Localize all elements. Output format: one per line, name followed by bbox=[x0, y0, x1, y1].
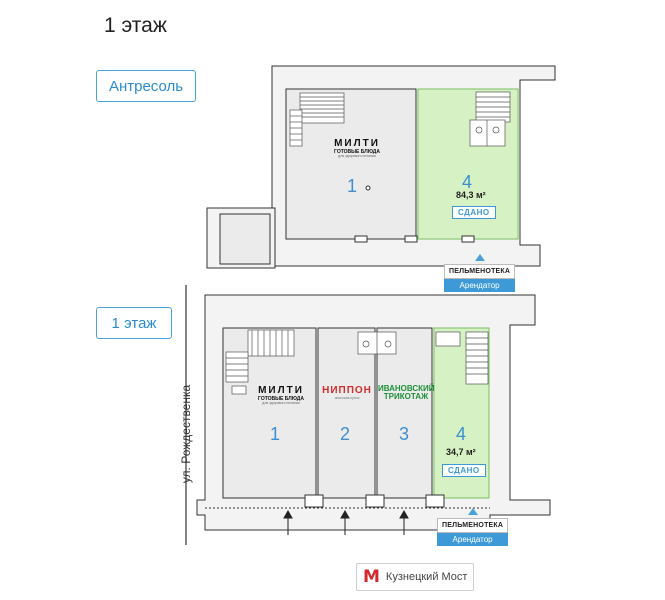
floor1-milti-logo: МИЛТИ ГОТОВЫЕ БЛЮДА для здорового питани… bbox=[258, 385, 304, 405]
floor1-button[interactable]: 1 этаж bbox=[96, 307, 172, 339]
floor1-room-4-area: 34,7 м² bbox=[446, 447, 476, 457]
floor1-wc bbox=[357, 331, 397, 355]
floor1-plan bbox=[196, 294, 551, 531]
floor1-room-2 bbox=[317, 327, 376, 499]
floor1-stairs-1 bbox=[225, 329, 295, 395]
floor1-room-1-number: 1 bbox=[270, 424, 281, 444]
floor1-room-3-number: 3 bbox=[399, 424, 410, 444]
floor1-room-4-status: СДАНО bbox=[442, 464, 486, 477]
antresol-milti-logo: МИЛТИ ГОТОВЫЕ БЛЮДА для здорового питани… bbox=[334, 138, 380, 158]
tenant-pointer-icon bbox=[474, 254, 485, 261]
antresol-tenant-role: Арендатор bbox=[444, 279, 516, 292]
tenant-pointer-icon bbox=[467, 508, 478, 515]
page-title: 1 этаж bbox=[104, 14, 167, 37]
floor1-tenant-name: ПЕЛЬМЕНОТЕКА bbox=[437, 518, 509, 533]
entrance-arrows bbox=[283, 509, 409, 535]
floor1-nippon-logo: НИППОН японская кухня bbox=[322, 385, 372, 400]
floor1-trikotazh-logo: ИВАНОВСКИЙ ТРИКОТАЖ bbox=[378, 384, 435, 402]
metro-station-badge: M Кузнецкий Мост bbox=[356, 563, 474, 591]
metro-m-icon: M bbox=[363, 567, 380, 587]
antresol-annex-room bbox=[219, 213, 271, 265]
floor1-tenant-role: Арендатор bbox=[437, 533, 509, 546]
antresol-room-4-status: СДАНО bbox=[452, 206, 496, 219]
floor1-room-2-number: 2 bbox=[340, 424, 351, 444]
antresol-room-4-area: 84,3 м² bbox=[456, 190, 486, 200]
antresol-plan bbox=[206, 65, 556, 269]
floor1-room-3 bbox=[376, 327, 433, 499]
floor1-tenant-tag[interactable]: ПЕЛЬМЕНОТЕКА Арендатор bbox=[437, 508, 509, 546]
antresol-tenant-name: ПЕЛЬМЕНОТЕКА bbox=[444, 264, 516, 279]
floor1-room-4-number: 4 bbox=[456, 424, 467, 444]
metro-station-name: Кузнецкий Мост bbox=[385, 571, 468, 583]
antresol-tenant-tag[interactable]: ПЕЛЬМЕНОТЕКА Арендатор bbox=[444, 254, 516, 292]
antresol-button[interactable]: Антресоль bbox=[96, 70, 196, 102]
street-label: ул. Рождественка bbox=[179, 384, 194, 484]
antresol-stairs-1 bbox=[289, 92, 345, 147]
floor1-stairs-4 bbox=[435, 331, 489, 385]
antresol-room-1-number: 1 bbox=[347, 176, 358, 196]
antresol-stairs-4 bbox=[469, 91, 511, 147]
antresol-room-4-number: 4 bbox=[462, 172, 473, 192]
